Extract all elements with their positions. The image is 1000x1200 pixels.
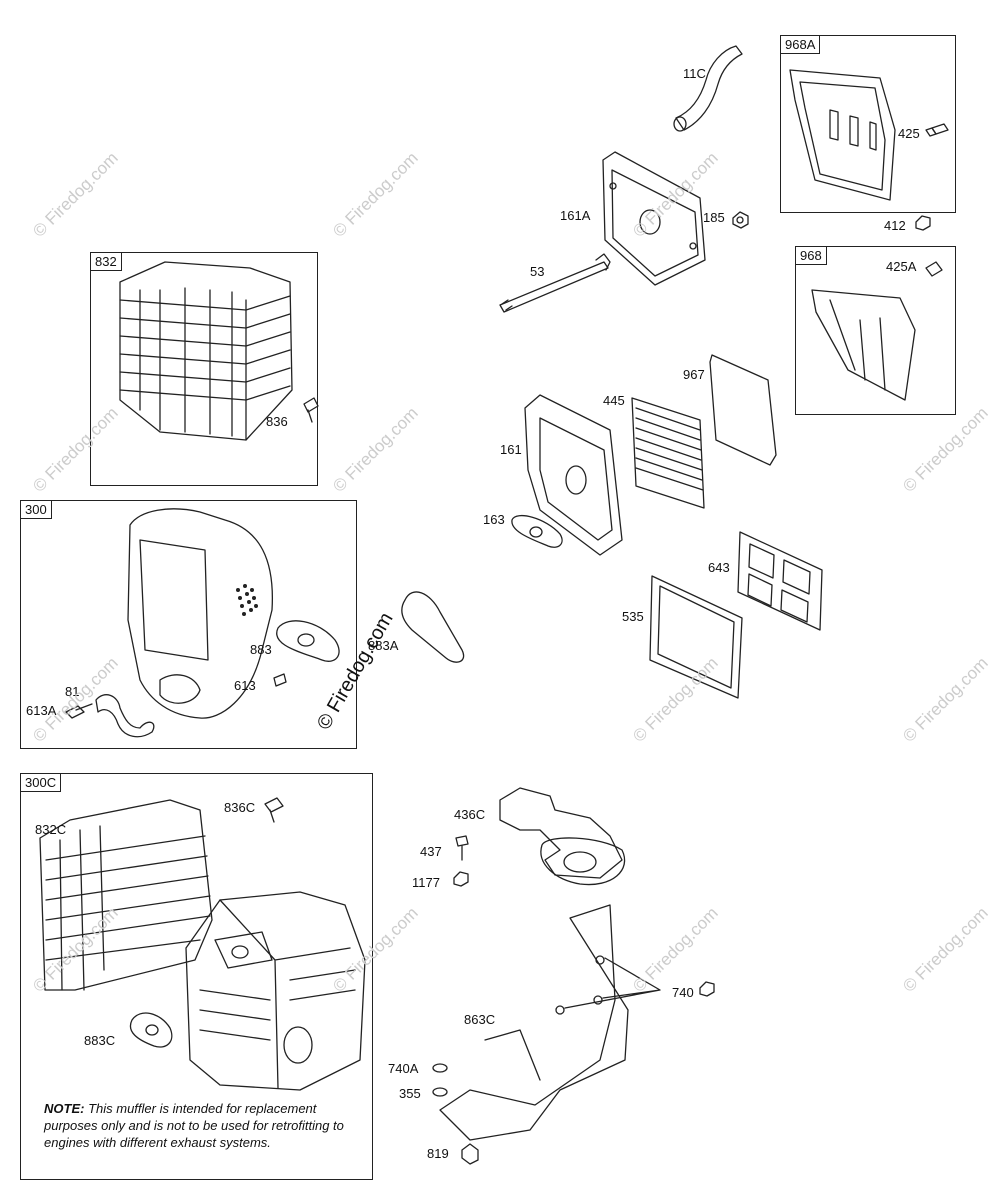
gasket-883a-part — [401, 591, 465, 663]
part-label-161: 161 — [500, 442, 522, 457]
stud-53-part — [499, 253, 611, 313]
screw-836-part — [303, 397, 319, 423]
screw-437-part — [455, 835, 469, 861]
part-label-740a: 740A — [388, 1061, 419, 1076]
part-label-832c: 832C — [35, 822, 67, 837]
box-968a — [780, 35, 956, 213]
box-tag-300c: 300C — [21, 774, 62, 792]
part-label-863c: 863C — [464, 1012, 496, 1027]
screw-819-part — [461, 1143, 479, 1165]
part-label-425: 425 — [898, 126, 920, 141]
muffler-300-part — [127, 508, 274, 719]
part-label-81: 81 — [65, 684, 80, 699]
replacement-note: NOTE: This muffler is intended for repla… — [44, 1100, 364, 1151]
part-label-412: 412 — [884, 218, 906, 233]
breather-tube-part — [673, 45, 743, 132]
part-label-883c: 883C — [84, 1033, 116, 1048]
part-label-535: 535 — [622, 609, 644, 624]
gasket-883-part — [276, 620, 340, 662]
exhaust-manifold-436c-part — [499, 787, 626, 886]
box-tag-832: 832 — [91, 253, 122, 271]
air-cleaner-cover-968a-part — [789, 69, 896, 201]
part-label-613a: 613A — [26, 703, 57, 718]
nut-1177-part — [453, 871, 469, 887]
part-label-11c: 11C — [683, 66, 706, 81]
part-label-185: 185 — [703, 210, 725, 225]
part-label-425a: 425A — [886, 259, 917, 274]
gasket-163-part — [511, 515, 563, 548]
air-filter-frame-643-part — [737, 531, 823, 631]
nut-740a-part — [432, 1063, 448, 1073]
box-968 — [795, 246, 956, 415]
washer-355-part — [432, 1087, 448, 1097]
bracket-863c-part — [439, 904, 661, 1141]
box-300c — [20, 773, 373, 1180]
nut-412-part — [915, 215, 931, 231]
screw-613-part — [273, 673, 287, 687]
screw-836c-part — [264, 797, 284, 823]
air-cleaner-base-161-part — [524, 394, 623, 556]
nut-740-part — [699, 981, 715, 997]
air-cleaner-cover-968-part — [811, 289, 916, 401]
screw-613a-part — [65, 703, 93, 719]
part-label-445: 445 — [603, 393, 625, 408]
box-tag-968: 968 — [796, 247, 827, 265]
note-text: This muffler is intended for replacement… — [44, 1101, 344, 1150]
pre-cleaner-967-part — [709, 354, 777, 466]
part-label-883a: 883A — [368, 638, 399, 653]
part-label-836c: 836C — [224, 800, 256, 815]
muffler-300c-part — [185, 891, 366, 1091]
box-300 — [20, 500, 357, 749]
part-label-161a: 161A — [560, 208, 591, 223]
part-label-967: 967 — [683, 367, 705, 382]
muffler-guard-832c-part — [39, 799, 213, 991]
part-label-437: 437 — [420, 844, 442, 859]
gasket-883c-part — [129, 1012, 173, 1048]
screw-425-part — [925, 123, 949, 137]
box-tag-968a: 968A — [781, 36, 821, 54]
screw-425a-part — [925, 261, 943, 277]
air-filter-445-part — [631, 397, 705, 509]
part-label-819: 819 — [427, 1146, 449, 1161]
part-label-1177: 1177 — [412, 875, 440, 890]
part-label-436c: 436C — [454, 807, 486, 822]
air-cleaner-base-161a-part — [602, 151, 706, 286]
clip-81-part — [95, 694, 155, 738]
part-label-643: 643 — [708, 560, 730, 575]
note-prefix: NOTE: — [44, 1101, 85, 1116]
nut-185-part — [732, 211, 749, 229]
air-filter-535-part — [649, 575, 743, 699]
part-label-355: 355 — [399, 1086, 421, 1101]
part-label-836: 836 — [266, 414, 288, 429]
box-tag-300: 300 — [21, 501, 52, 519]
part-label-740: 740 — [672, 985, 694, 1000]
part-label-53: 53 — [530, 264, 545, 279]
muffler-guard-832-part — [119, 261, 293, 441]
box-832 — [90, 252, 318, 486]
part-label-613: 613 — [234, 678, 256, 693]
part-label-883: 883 — [250, 642, 272, 657]
part-label-163: 163 — [483, 512, 505, 527]
